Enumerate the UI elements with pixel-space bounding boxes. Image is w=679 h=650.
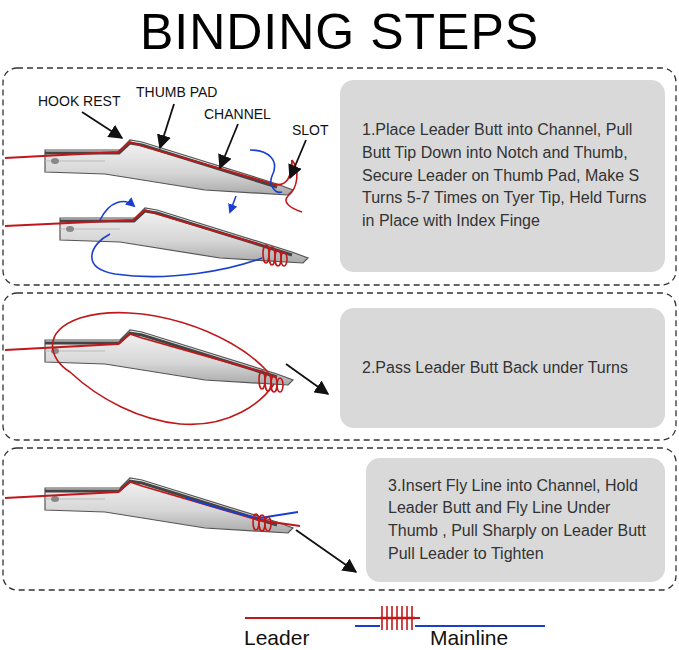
title: BINDING STEPS xyxy=(0,4,679,60)
tyer-tool xyxy=(5,202,308,277)
legend-text: Mainline xyxy=(430,626,508,650)
step-text: 3.Insert Fly Line into Channel, Hold Lea… xyxy=(388,475,647,543)
part-label: CHANNEL xyxy=(204,106,271,122)
step-text: 2.Pass Leader Butt Back under Turns xyxy=(362,357,647,380)
step-panels xyxy=(3,68,676,590)
part-label: THUMB PAD xyxy=(136,84,217,100)
tyer-tool xyxy=(5,313,328,425)
tyer-tool xyxy=(5,104,306,212)
instruction-box: 3.Insert Fly Line into Channel, Hold Lea… xyxy=(366,458,665,582)
part-label: SLOT xyxy=(292,122,329,138)
instruction-box: 1.Place Leader Butt into Channel, Pull B… xyxy=(340,80,665,272)
instruction-box: 2.Pass Leader Butt Back under Turns xyxy=(340,308,665,428)
step-text: Pull Leader to Tighten xyxy=(388,543,647,566)
legend-text: Leader xyxy=(244,626,309,650)
step-text: 1.Place Leader Butt into Channel, Pull B… xyxy=(362,119,647,233)
tyer-tool xyxy=(5,478,356,572)
part-label: HOOK REST xyxy=(38,93,120,109)
